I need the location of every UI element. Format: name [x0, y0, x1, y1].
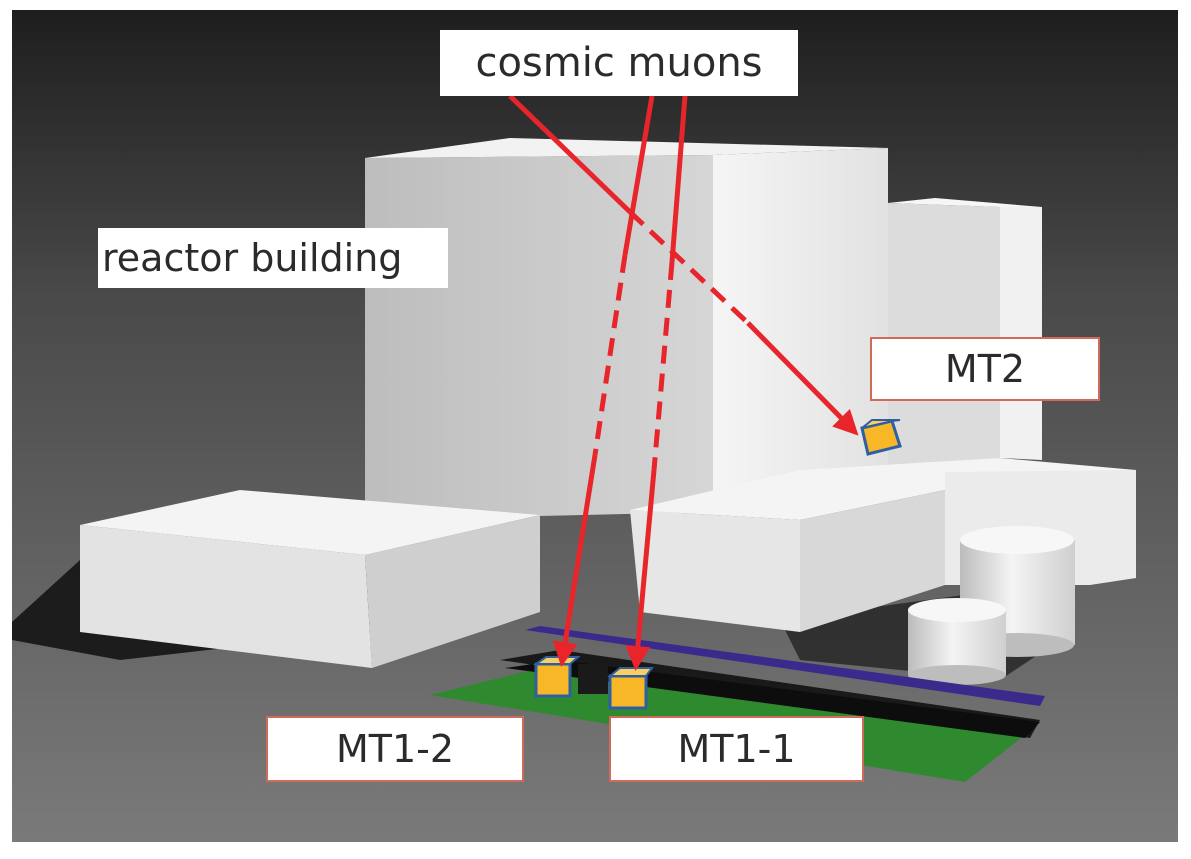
reactor-building-label: reactor building: [98, 228, 448, 288]
left-block-top: [80, 490, 540, 555]
right-tower-side: [1000, 207, 1042, 460]
mt2-label: MT2: [870, 337, 1100, 401]
muon-track-mt1-1: [625, 95, 688, 671]
muon-track-mt2: [508, 94, 859, 436]
muon-track-mt1-2: [552, 95, 655, 667]
left-block-front: [80, 525, 372, 668]
cosmic-muons-label: cosmic muons: [440, 30, 798, 96]
tower-side: [713, 148, 888, 512]
tower-front: [365, 155, 713, 520]
annex-front-left: [630, 510, 800, 632]
annex-front-right: [800, 490, 945, 632]
tower-top: [365, 138, 888, 158]
mt1-1-label: MT1-1: [609, 716, 864, 782]
right-tower-front: [888, 203, 1000, 470]
tank-small: [908, 598, 1006, 685]
right-tower-top: [888, 198, 1042, 207]
detector-mt2-icon: [860, 419, 902, 456]
rail: [525, 626, 1045, 706]
left-block-side: [365, 515, 540, 668]
mt1-2-label: MT1-2: [266, 716, 524, 782]
detector-mt1-1-icon: [607, 667, 654, 710]
